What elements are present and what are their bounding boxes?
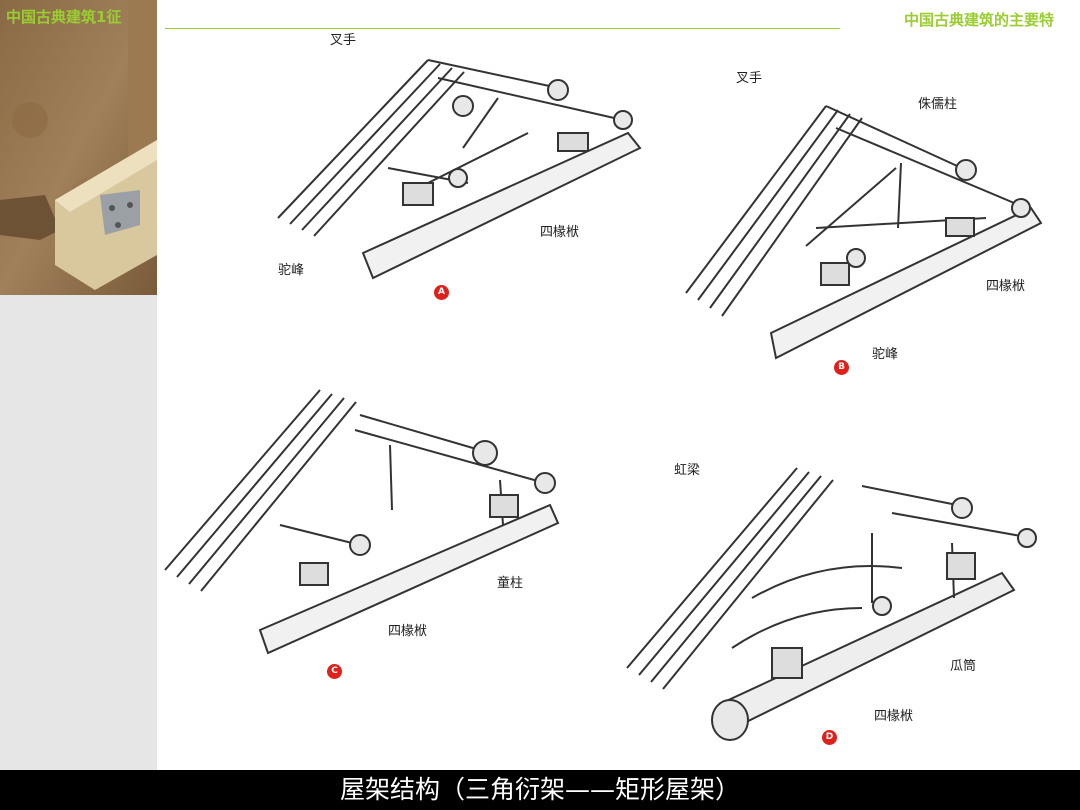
truss-c-drawing xyxy=(164,389,560,655)
truss-b-drawing xyxy=(685,105,1043,360)
label-chashou: 叉手 xyxy=(330,33,357,48)
diagram-badge-d: D xyxy=(822,730,837,745)
roof-truss-diagram-c: 童柱 四椽栿 C xyxy=(160,385,565,685)
slide-caption: 屋架结构（三角衍架——矩形屋架） xyxy=(339,775,740,804)
label-siyuanfu: 四椽栿 xyxy=(874,709,914,724)
label-tongzhu: 童柱 xyxy=(497,576,524,591)
roof-truss-diagram-a: 叉手 四椽栿 驼峰 A xyxy=(268,34,648,308)
diagram-badge-c: C xyxy=(327,664,342,679)
roof-truss-diagram-d: 虹梁 瓜筒 四椽栿 D xyxy=(622,458,1052,758)
label-zhuruzhu: 侏儒柱 xyxy=(918,97,958,112)
label-siyuanfu: 四椽栿 xyxy=(388,624,428,639)
caption-bar: 屋架结构（三角衍架——矩形屋架） xyxy=(0,770,1080,810)
header-right-title: 中国古典建筑的主要特 xyxy=(903,11,1054,29)
label-tuofeng: 驼峰 xyxy=(872,347,899,362)
diagram-badge-a: A xyxy=(434,285,449,300)
label-siyuanfu: 四椽栿 xyxy=(986,279,1026,294)
truss-d-drawing xyxy=(626,467,1037,741)
header-left-title: 中国古典建筑1征 xyxy=(6,8,122,26)
diagram-badge-b: B xyxy=(834,360,849,375)
header-divider xyxy=(165,28,840,29)
roof-truss-diagram-b: 叉手 侏儒柱 四椽栿 驼峰 B xyxy=(676,68,1070,380)
label-guatong: 瓜筒 xyxy=(950,659,977,674)
label-hongliang: 虹梁 xyxy=(674,463,701,478)
timber-joint-photo xyxy=(0,0,157,295)
truss-a-drawing xyxy=(277,59,642,280)
label-chashou: 叉手 xyxy=(736,71,763,86)
label-tuofeng: 驼峰 xyxy=(278,263,305,278)
label-siyuanfu: 四椽栿 xyxy=(540,225,580,240)
